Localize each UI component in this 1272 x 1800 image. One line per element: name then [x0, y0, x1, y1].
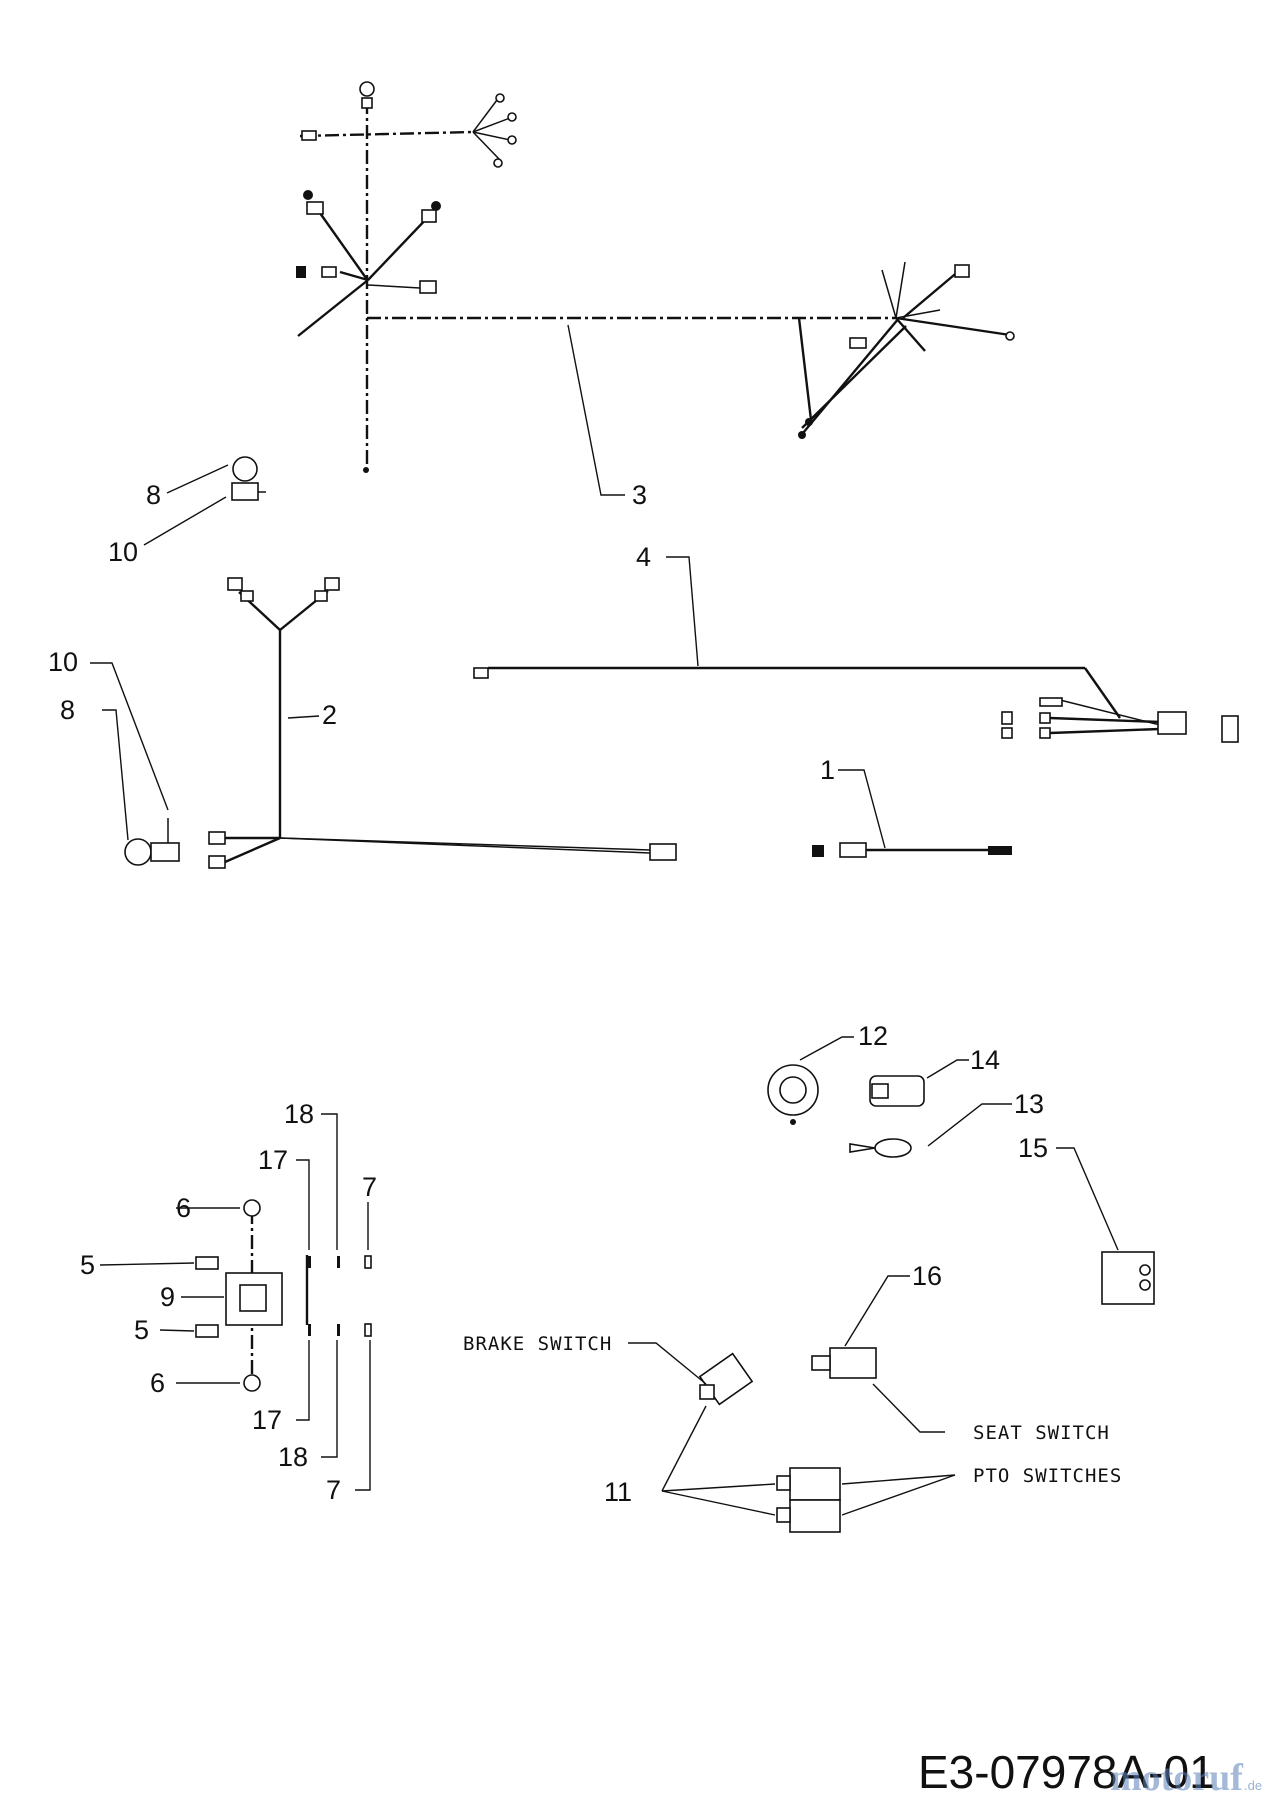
connector — [208, 855, 226, 869]
terminal — [431, 201, 441, 211]
ground-ring-terminal — [359, 81, 375, 97]
screw-part-5 — [195, 1256, 219, 1270]
pto-switches-label: PTO SWITCHES — [973, 1465, 1122, 1487]
terminals-parts-7-17-18 — [308, 1255, 372, 1337]
watermark-suffix: .de — [1244, 1778, 1262, 1793]
callout-6: 6 — [176, 1193, 191, 1223]
callout-7: 7 — [362, 1172, 377, 1202]
lamp-socket — [231, 482, 259, 501]
connector — [649, 843, 677, 861]
connector — [306, 201, 324, 215]
lamp-assembly-upper — [231, 456, 266, 501]
watermark-brand: motoruf — [1110, 1757, 1244, 1799]
callout-17: 17 — [252, 1405, 282, 1435]
connector — [473, 667, 489, 679]
connector — [227, 577, 243, 591]
leader-lines — [90, 324, 1119, 1516]
callout-18: 18 — [278, 1442, 308, 1472]
bulb — [232, 456, 258, 482]
watermark-logo: motoruf .de — [1110, 1757, 1262, 1799]
connector — [839, 842, 867, 858]
harness-part-4 — [473, 666, 1239, 743]
callout-10: 10 — [108, 537, 138, 567]
connector — [419, 280, 437, 294]
switch-labels: BRAKE SWITCH SEAT SWITCH PTO SWITCHES — [463, 1333, 1122, 1487]
connector — [1157, 711, 1187, 735]
terminal — [507, 135, 517, 145]
screw-part-5 — [195, 1324, 219, 1338]
terminal — [495, 93, 505, 103]
connector — [208, 831, 226, 845]
terminal — [493, 158, 503, 168]
connector — [296, 266, 306, 278]
harness-part-1 — [812, 842, 1012, 858]
callout-3: 3 — [632, 480, 647, 510]
connector — [1001, 711, 1013, 725]
lamp-assembly-lower — [124, 818, 180, 866]
callout-5: 5 — [80, 1250, 95, 1280]
connector — [321, 266, 337, 278]
switch-stack-parts-5-6-9 — [195, 1199, 309, 1392]
callout-13: 13 — [1014, 1089, 1044, 1119]
connector — [240, 590, 254, 602]
key-part-14 — [869, 1075, 925, 1107]
brake-switch — [698, 1352, 754, 1406]
brake-switch-label: BRAKE SWITCH — [463, 1333, 612, 1355]
connector — [954, 264, 970, 278]
callout-6: 6 — [150, 1368, 165, 1398]
terminal — [507, 112, 517, 122]
connector — [1001, 727, 1013, 739]
connector — [812, 845, 824, 857]
connector — [849, 337, 867, 349]
terminal — [798, 431, 806, 439]
connector — [314, 590, 328, 602]
pto-switches — [776, 1467, 841, 1533]
seat-switch-part-16 — [811, 1347, 877, 1379]
terminal — [301, 130, 317, 141]
seat-switch-label: SEAT SWITCH — [973, 1422, 1110, 1444]
lamp-socket — [150, 842, 180, 862]
callout-14: 14 — [970, 1045, 1000, 1075]
callout-15: 15 — [1018, 1133, 1048, 1163]
callout-18: 18 — [284, 1099, 314, 1129]
callout-17: 17 — [258, 1145, 288, 1175]
ignition-switch-part-12 — [767, 1064, 819, 1125]
nut-part-6 — [243, 1374, 261, 1392]
connector — [988, 846, 1012, 855]
callout-numbers: 3 8 10 10 8 2 4 1 12 14 13 15 16 11 18 1… — [48, 480, 1048, 1507]
callout-8: 8 — [60, 695, 75, 725]
connector — [1039, 697, 1063, 707]
callout-16: 16 — [912, 1261, 942, 1291]
key-part-13 — [849, 1138, 912, 1158]
nut-part-6 — [243, 1199, 261, 1217]
callout-7: 7 — [326, 1475, 341, 1505]
terminal — [1005, 331, 1015, 341]
connector — [1221, 715, 1239, 743]
connector — [1039, 712, 1051, 724]
terminal — [363, 467, 369, 473]
callout-9: 9 — [160, 1282, 175, 1312]
callout-11: 11 — [604, 1477, 632, 1507]
callout-4: 4 — [636, 542, 651, 572]
callout-8: 8 — [146, 480, 161, 510]
harness-part-2 — [208, 577, 677, 869]
main-harness-part-3 — [296, 81, 1015, 473]
callout-1: 1 — [820, 755, 835, 785]
callout-5: 5 — [134, 1315, 149, 1345]
callout-2: 2 — [322, 700, 337, 730]
terminal — [805, 418, 813, 426]
module-part-15 — [1101, 1251, 1155, 1305]
terminal — [361, 97, 373, 109]
connector — [421, 209, 437, 223]
connector — [1039, 727, 1051, 739]
terminal — [303, 190, 313, 200]
diagram-code: E3-07978A-01 — [918, 1746, 1215, 1798]
bulb — [124, 838, 152, 866]
callout-12: 12 — [858, 1021, 888, 1051]
callout-10: 10 — [48, 647, 78, 677]
connector — [324, 577, 340, 591]
